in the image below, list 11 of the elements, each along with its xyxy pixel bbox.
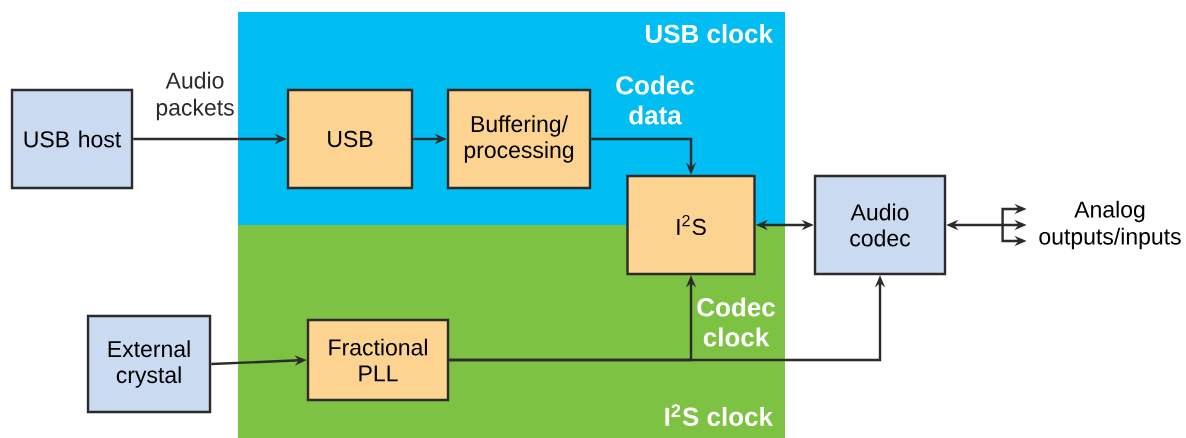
block-box: Buffering/ processing [446,88,592,190]
edge-label: Codec clock [697,297,775,347]
signal-text: Analog outputs/inputs [1039,200,1181,250]
block-box: External crystal [86,314,212,414]
block-box: Fractional PLL [306,318,450,402]
edge-label: Audio packets [156,71,234,121]
block-box: Audio codec [813,174,947,276]
block-box: USB host [10,88,134,190]
block-box: I$^{2}$S [626,174,756,276]
edge-label: Codec data [616,75,694,125]
block-box: USB [286,88,414,190]
